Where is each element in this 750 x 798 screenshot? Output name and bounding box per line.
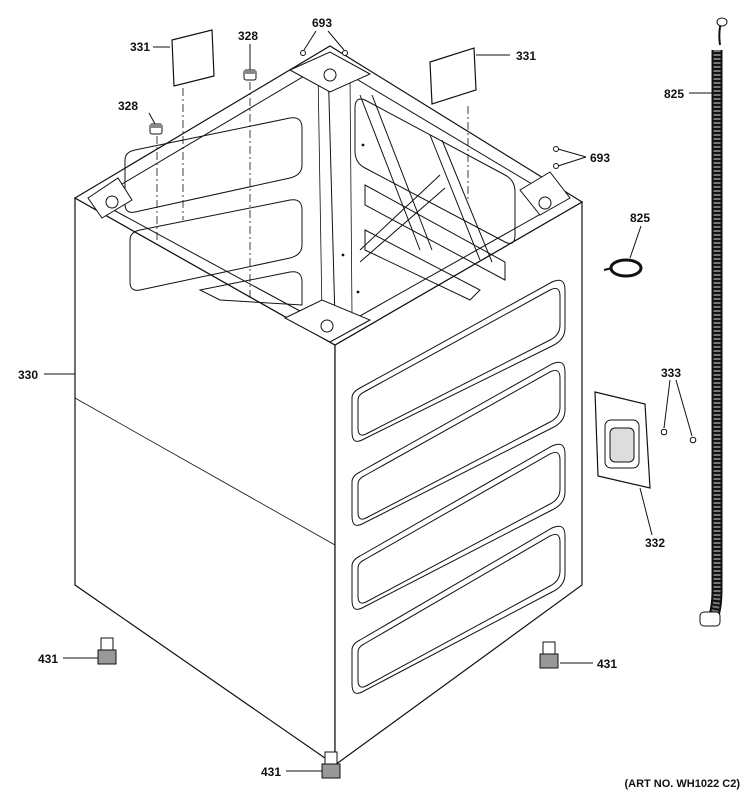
label-693-right: 693	[590, 151, 610, 165]
part-labels: 331 328 693 331 825 328 693 825 330 333 …	[18, 16, 740, 790]
label-331-left: 331	[130, 40, 150, 54]
screws-693-top	[300, 50, 348, 56]
label-333: 333	[661, 366, 681, 380]
art-number: (ART NO. WH1022 C2)	[624, 778, 740, 790]
label-825-hose: 825	[664, 87, 684, 101]
drain-hose-825	[699, 17, 728, 627]
bumper-328-top	[243, 69, 257, 81]
cover-332	[594, 391, 651, 489]
cabinet-330	[73, 45, 584, 767]
corner-brackets	[87, 51, 571, 343]
label-331-right: 331	[516, 49, 536, 63]
bumper-328-left	[149, 123, 163, 135]
screws-333	[660, 428, 697, 444]
label-431-bottom: 431	[261, 765, 281, 779]
label-693-top: 693	[312, 16, 332, 30]
hose-clamp-825	[603, 258, 643, 278]
label-328-top: 328	[238, 29, 258, 43]
label-332: 332	[645, 536, 665, 550]
label-431-left: 431	[38, 652, 58, 666]
leader-lines	[44, 30, 712, 772]
leg-431-left	[97, 637, 117, 665]
pad-331-right	[429, 47, 477, 105]
side-panel-embossing	[351, 279, 566, 694]
label-825-clamp: 825	[630, 211, 650, 225]
assembly-lines	[156, 82, 469, 300]
label-328-left: 328	[118, 99, 138, 113]
inner-left-embossing	[124, 117, 303, 306]
pad-331-left	[171, 29, 215, 87]
screws-693-right	[553, 146, 559, 169]
label-431-right: 431	[597, 657, 617, 671]
label-330: 330	[18, 368, 38, 382]
leg-431-bottom	[321, 751, 341, 779]
inner-right-embossing	[341, 94, 516, 301]
leg-431-right	[539, 641, 559, 669]
